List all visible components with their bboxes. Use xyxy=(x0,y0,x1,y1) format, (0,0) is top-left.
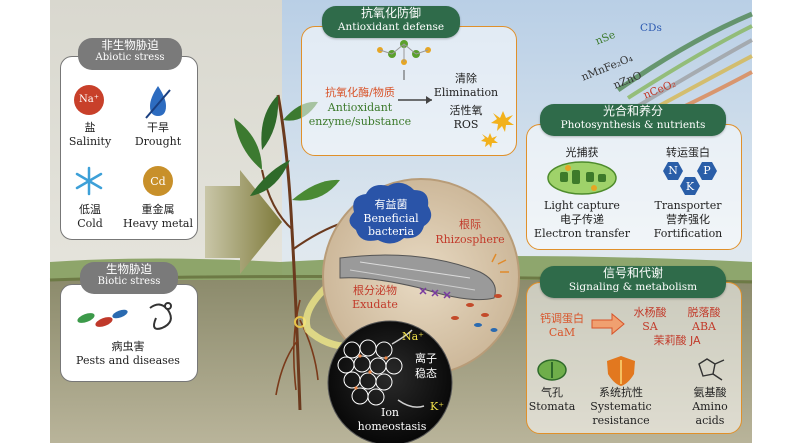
elimination-en: Elimination xyxy=(433,86,499,99)
heavy-metal-label-zh: 重金属 xyxy=(141,203,175,216)
nanomaterial-cds: CDs xyxy=(640,22,662,34)
stomata-en: Stomata xyxy=(528,400,576,413)
ion-homeostasis-en-1: Ion xyxy=(380,406,400,419)
rhizosphere-zh: 根际 xyxy=(459,218,481,231)
cadmium-symbol: Cd xyxy=(150,175,166,188)
rhizosphere-en: Rhizosphere xyxy=(435,233,505,246)
nutrient-n: N xyxy=(668,164,678,177)
calmodulin-zh: 钙调蛋白 xyxy=(540,312,584,325)
abiotic-title-zh: 非生物胁迫 xyxy=(101,38,159,52)
nutrient-k: K xyxy=(685,180,695,193)
salinity-label-zh: 盐 xyxy=(84,121,96,134)
biotic-stress-panel xyxy=(60,284,198,382)
photosynthesis-title-en: Photosynthesis & nutrients xyxy=(560,119,706,131)
fortification-zh: 营养强化 xyxy=(666,213,710,226)
ros-en: ROS xyxy=(453,118,479,131)
pests-label-zh: 病虫害 xyxy=(111,340,145,353)
amino-acids-en-1: Amino xyxy=(692,400,728,413)
exudate-zh: 根分泌物 xyxy=(353,284,397,297)
salinity-label-en: Salinity xyxy=(68,135,112,148)
beneficial-bacteria-en-1: Beneficial xyxy=(363,212,419,225)
sodium-symbol: Na⁺ xyxy=(79,94,99,105)
antioxidant-enzyme-zh: 抗氧化酶/物质 xyxy=(325,86,395,99)
photosynthesis-title-zh: 光合和养分 xyxy=(602,104,663,118)
pests-label-en: Pests and diseases xyxy=(76,354,180,367)
beneficial-bacteria-en-2: bacteria xyxy=(367,225,415,238)
drought-label-en: Drought xyxy=(134,135,182,148)
ion-k: K⁺ xyxy=(429,400,445,413)
elimination-zh: 清除 xyxy=(455,72,477,85)
abiotic-stress-banner: 非生物胁迫 Abiotic stress xyxy=(78,38,182,70)
electron-transfer-zh: 电子传递 xyxy=(560,213,604,226)
antioxidant-title-zh: 抗氧化防御 xyxy=(360,6,421,20)
systematic-resistance-en-2: resistance xyxy=(592,414,650,427)
transporter-en: Transporter xyxy=(654,199,722,212)
amino-acids-en-2: acids xyxy=(695,414,725,427)
beneficial-bacteria-zh: 有益菌 xyxy=(374,198,408,211)
photosynthesis-banner: 光合和养分 Photosynthesis & nutrients xyxy=(540,104,726,136)
ion-homeostasis-en-2: homeostasis xyxy=(357,420,427,433)
amino-acids-zh: 氨基酸 xyxy=(693,386,727,399)
sa-en: SA xyxy=(642,320,658,333)
ros-zh: 活性氧 xyxy=(449,104,483,117)
electron-transfer-en: Electron transfer xyxy=(534,227,630,240)
biotic-stress-banner: 生物胁迫 Biotic stress xyxy=(80,262,178,294)
cold-label-zh: 低温 xyxy=(79,203,101,216)
ja-label: 茉莉酸 JA xyxy=(653,334,701,347)
abiotic-title-en: Abiotic stress xyxy=(95,52,165,63)
signaling-banner: 信号和代谢 Signaling & metabolism xyxy=(540,266,726,298)
antioxidant-banner: 抗氧化防御 Antioxidant defense xyxy=(322,6,460,38)
antioxidant-enzyme-en-1: Antioxidant xyxy=(327,101,393,114)
sa-zh: 水杨酸 xyxy=(633,306,667,319)
biotic-title-zh: 生物胁迫 xyxy=(106,262,152,276)
light-capture-en: Light capture xyxy=(544,199,620,212)
exudate-en: Exudate xyxy=(352,298,398,311)
signaling-title-en: Signaling & metabolism xyxy=(568,281,698,293)
aba-zh: 脱落酸 xyxy=(687,306,721,319)
signaling-title-zh: 信号和代谢 xyxy=(602,266,663,280)
stomata-zh: 气孔 xyxy=(541,386,563,399)
ion-homeostasis-zh-1: 离子 xyxy=(415,352,437,365)
heavy-metal-label-en: Heavy metal xyxy=(122,217,194,230)
systematic-resistance-zh: 系统抗性 xyxy=(599,386,643,399)
drought-label-zh: 干旱 xyxy=(147,121,169,134)
antioxidant-enzyme-en-2: enzyme/substance xyxy=(308,115,412,128)
cold-label-en: Cold xyxy=(77,217,103,230)
transporter-title-zh: 转运蛋白 xyxy=(666,146,710,159)
calmodulin-en: CaM xyxy=(548,326,576,339)
aba-en: ABA xyxy=(692,320,716,333)
systematic-resistance-en-1: Systematic xyxy=(590,400,652,413)
ion-homeostasis-zh-2: 稳态 xyxy=(415,367,437,380)
ion-na: Na⁺ xyxy=(402,330,424,343)
fortification-en: Fortification xyxy=(653,227,723,240)
antioxidant-title-en: Antioxidant defense xyxy=(337,21,445,33)
biotic-title-en: Biotic stress xyxy=(97,276,161,287)
light-capture-title-zh: 光捕获 xyxy=(565,146,599,159)
nutrient-p: P xyxy=(703,164,711,177)
